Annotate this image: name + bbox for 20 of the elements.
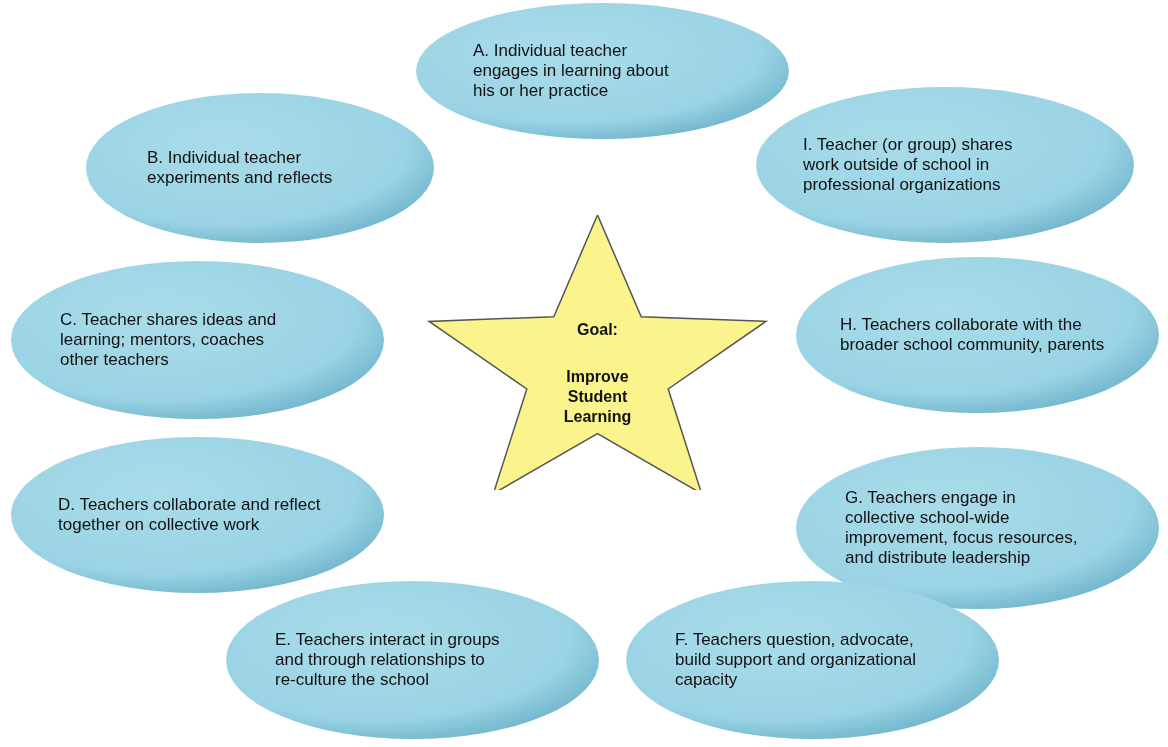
topic-text: I. Teacher (or group) shares work outside of school in professional organizations <box>803 135 1014 195</box>
topic-text: H. Teachers collaborate with the broader school community, parents <box>840 315 1105 355</box>
topic-ellipse <box>10 260 385 420</box>
topic-text: G. Teachers engage in collective school-wide improvement, focus resources, and distribute leadership <box>845 488 1079 568</box>
topic-text: E. Teachers interact in groups and through relationships to re-culture the school <box>275 630 501 690</box>
topic-ellipse <box>625 580 1000 740</box>
topic-text: F. Teachers question, advocate, build support and organizational capacity <box>675 630 917 690</box>
topic-text: C. Teacher shares ideas and learning; mentors, coaches other teachers <box>60 310 278 370</box>
topic-ellipse <box>10 436 385 594</box>
topic-text: B. Individual teacher experiments and reflects <box>147 148 334 188</box>
topic-ellipse <box>795 446 1160 610</box>
topic-ellipse <box>225 580 600 740</box>
topic-text: A. Individual teacher engages in learning about his or her practice <box>473 41 670 101</box>
goal-heading: Goal: <box>576 320 619 340</box>
goal-text: Improve Student Learning <box>562 367 633 427</box>
topic-ellipse <box>415 2 790 140</box>
topic-ellipse <box>795 256 1160 414</box>
topic-ellipse <box>755 86 1135 244</box>
topic-text: D. Teachers collaborate and reflect together on collective work <box>58 495 322 535</box>
topic-ellipse <box>85 92 435 244</box>
